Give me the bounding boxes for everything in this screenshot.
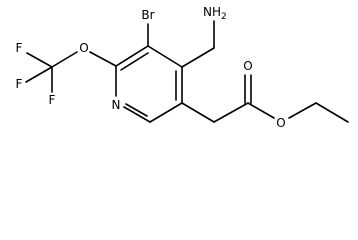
bond-ch2-c xyxy=(213,102,249,123)
bond-o-ch2 xyxy=(288,102,317,119)
carbonyl-oxygen-label: O xyxy=(243,59,252,73)
bond-c3-c4 xyxy=(147,45,183,68)
bond-c2-c3-inner xyxy=(120,52,149,71)
bond-c6-n xyxy=(123,106,151,123)
chemical-structure: Br NH2 O F F F N O O xyxy=(16,5,349,130)
fluorine-label-3: F xyxy=(49,93,56,107)
amine-nh: NH xyxy=(203,5,221,19)
bond-c2-o xyxy=(89,51,117,67)
amine-label: NH2 xyxy=(203,5,227,22)
fluorine-label-2: F xyxy=(16,77,23,91)
bond-c5-c6 xyxy=(149,102,183,123)
bond-o-cf3 xyxy=(51,51,78,68)
bond-c3-c2 xyxy=(115,45,149,67)
bond-c-f2 xyxy=(25,66,53,83)
bond-c6-n-inner xyxy=(125,103,148,117)
ester-oxygen-label: O xyxy=(276,116,285,130)
pyridine-ring xyxy=(115,45,183,123)
pyridine-nitrogen-label: N xyxy=(112,98,121,112)
bond-ch2-ch3 xyxy=(315,102,349,123)
amine-subscript: 2 xyxy=(221,12,227,22)
fluorine-label-1: F xyxy=(16,41,23,55)
ether-oxygen-label: O xyxy=(79,41,88,55)
bond-c5-ch2 xyxy=(181,102,215,123)
bond-c-o-ester xyxy=(247,102,275,119)
bond-c4-ch2 xyxy=(181,47,215,68)
bromine-label: Br xyxy=(141,8,154,22)
bond-c-f1 xyxy=(26,52,53,68)
